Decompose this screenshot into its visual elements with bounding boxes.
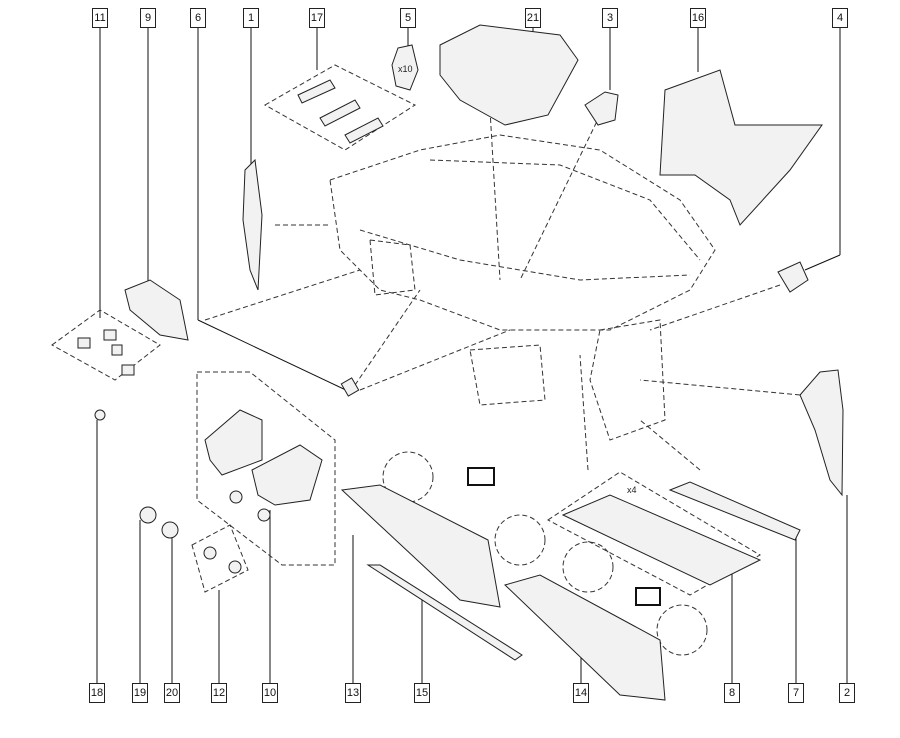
- callout-3: 3: [602, 8, 618, 28]
- callout-13: 13: [345, 683, 361, 703]
- callout-6: 6: [190, 8, 206, 28]
- part-1-side-trim: [242, 158, 263, 291]
- part-15-seal: [366, 564, 523, 661]
- dashboard-outline: [204, 109, 801, 471]
- part-8-liner: [561, 494, 762, 586]
- callout-5: 5: [400, 8, 416, 28]
- quantity-note-5: x10: [398, 64, 413, 74]
- callout-7: 7: [788, 683, 804, 703]
- callout-11: 11: [92, 8, 108, 28]
- callout-10: 10: [262, 683, 278, 703]
- callout-8: 8: [724, 683, 740, 703]
- group-outlines: [51, 64, 761, 656]
- part-3-bracket: [584, 91, 619, 126]
- parts: [77, 24, 844, 701]
- callout-15: 15: [414, 683, 430, 703]
- part-18-clip: [94, 409, 106, 421]
- callout-14: 14: [573, 683, 589, 703]
- callout-16: 16: [690, 8, 706, 28]
- part-16-cover: [659, 69, 823, 226]
- callout-4: 4: [832, 8, 848, 28]
- part-5-bag: [391, 44, 419, 91]
- callout-17: 17: [309, 8, 325, 28]
- callout-21: 21: [525, 8, 541, 28]
- part-9-vent: [124, 279, 189, 341]
- part-7-strip: [668, 481, 801, 541]
- part-20-cap: [161, 521, 179, 539]
- part-10-bracket: [204, 409, 263, 476]
- leader-lines: [96, 28, 848, 683]
- callout-20: 20: [164, 683, 180, 703]
- part-19-lock: [139, 506, 157, 524]
- callout-19: 19: [132, 683, 148, 703]
- callout-9: 9: [140, 8, 156, 28]
- callout-2: 2: [839, 683, 855, 703]
- part-11-clip: [77, 337, 91, 349]
- part-6-pad: [340, 377, 360, 397]
- part-21-tray: [439, 24, 579, 126]
- quantity-note-8: x4: [627, 485, 637, 495]
- part-2-end-trim: [799, 369, 844, 497]
- callout-1: 1: [243, 8, 259, 28]
- part-4-bracket: [777, 261, 809, 293]
- callout-18: 18: [89, 683, 105, 703]
- part-13-glovebox-lid: [340, 484, 501, 608]
- part-14-glovebox-lid: [504, 574, 666, 701]
- part-12-clip: [203, 546, 217, 560]
- callout-12: 12: [211, 683, 227, 703]
